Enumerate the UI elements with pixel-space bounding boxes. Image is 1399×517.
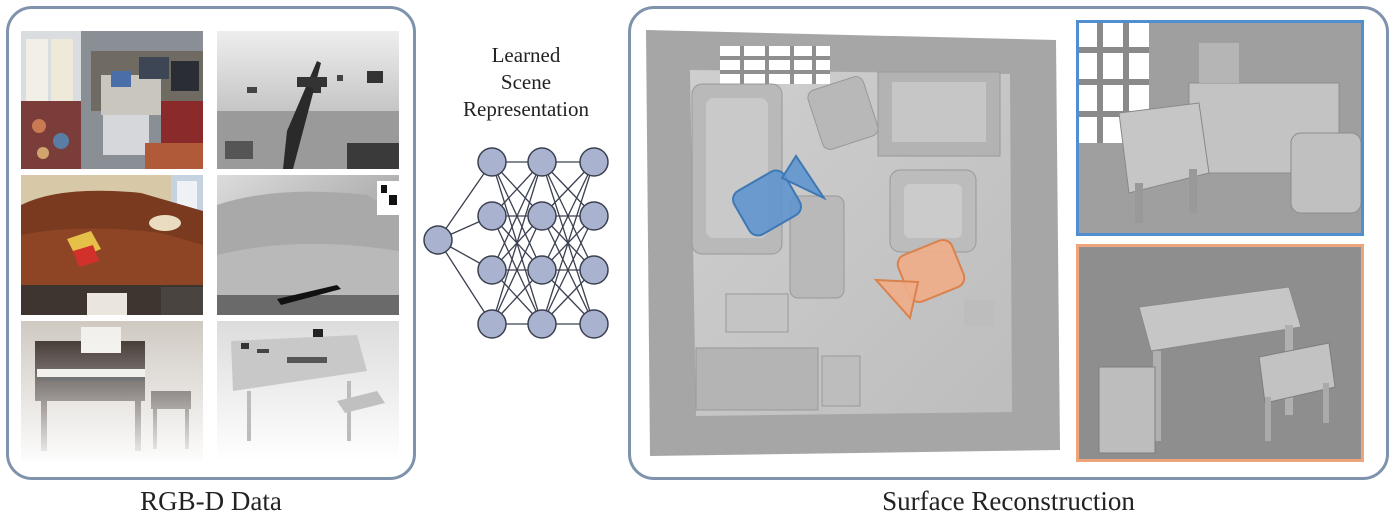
- rgb-leather-sofa-image: [21, 175, 203, 315]
- network-node-layer-3: [527, 147, 557, 177]
- neural-network-diagram: [423, 147, 609, 339]
- orange-camera-icon: [873, 238, 966, 321]
- network-node-layer-4: [579, 255, 609, 285]
- orange-camera-view: [1076, 244, 1364, 462]
- network-title: Learned Scene Representation: [428, 42, 624, 123]
- network-title-line-2: Scene: [500, 70, 552, 94]
- network-edge: [437, 239, 493, 325]
- network-node-layer-4: [579, 309, 609, 339]
- network-node-layer-3: [527, 255, 557, 285]
- network-edge: [541, 161, 595, 271]
- network-title-line-3: Representation: [463, 97, 589, 121]
- network-node-layer-2: [477, 255, 507, 285]
- rgbd-data-caption: RGB-D Data: [140, 486, 282, 516]
- network-node-layer-4: [579, 201, 609, 231]
- network-edge: [541, 161, 595, 325]
- network-node-layer-4: [579, 147, 609, 177]
- network-node-layer-1: [423, 225, 453, 255]
- network-node-layer-2: [477, 147, 507, 177]
- network-node-layer-3: [527, 309, 557, 339]
- network-edge: [491, 161, 543, 325]
- network-node-layer-3: [527, 201, 557, 231]
- rgbd-data-panel: [6, 6, 416, 480]
- network-edge: [491, 215, 543, 325]
- network-node-layer-2: [477, 201, 507, 231]
- network-edge: [541, 215, 595, 325]
- network-node-layer-2: [477, 309, 507, 339]
- blue-camera-icon: [732, 154, 827, 237]
- depth-leather-sofa-image: [217, 175, 399, 315]
- blue-camera-view: [1076, 20, 1364, 236]
- network-title-line-1: Learned: [491, 43, 561, 67]
- surface-reconstruction-caption: Surface Reconstruction: [882, 486, 1135, 516]
- depth-office-desk-image: [217, 31, 399, 169]
- network-edge: [437, 161, 493, 241]
- room-mesh-top-view: [646, 30, 1060, 456]
- rgb-office-desk-image: [21, 31, 203, 169]
- rgb-piano-image: [21, 321, 203, 461]
- depth-piano-image: [217, 321, 399, 461]
- network-edge: [491, 161, 543, 271]
